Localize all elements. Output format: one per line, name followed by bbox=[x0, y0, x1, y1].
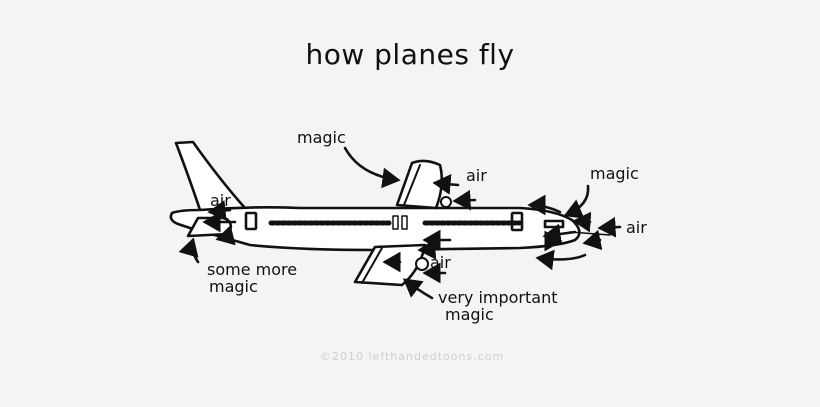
label-magic-nose: magic bbox=[590, 164, 639, 183]
label-some-more-1: some more bbox=[207, 260, 298, 279]
label-some-more-2: magic bbox=[209, 277, 258, 296]
label-air-lower-wing: air bbox=[430, 253, 451, 272]
label-air-nose: air bbox=[626, 218, 647, 237]
label-magic-top: magic bbox=[297, 128, 346, 147]
diagram-title: how planes fly bbox=[305, 38, 515, 71]
passenger-windows bbox=[268, 215, 523, 230]
copyright-credit: ©2010 lefthandedtoons.com bbox=[320, 350, 505, 363]
label-very-important-1: very important bbox=[438, 288, 558, 307]
label-air-tail: air bbox=[210, 191, 231, 210]
label-air-upper-wing: air bbox=[466, 166, 487, 185]
label-very-important-2: magic bbox=[445, 305, 494, 324]
